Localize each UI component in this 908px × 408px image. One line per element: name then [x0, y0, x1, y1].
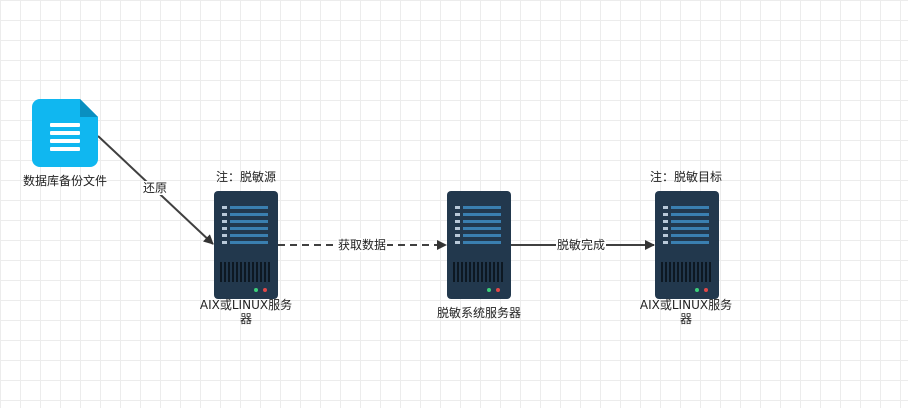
server-icon[interactable] — [447, 191, 511, 299]
server-icon[interactable] — [214, 191, 278, 299]
edge-done-label: 脱敏完成 — [556, 238, 607, 252]
server-icon[interactable] — [655, 191, 719, 299]
target-server-note: 注：脱敏目标 — [649, 170, 722, 184]
source-server-note: 注：脱敏源 — [215, 170, 276, 184]
edge-fetch-label: 获取数据 — [337, 238, 388, 252]
backup-file-label: 数据库备份文件 — [22, 174, 107, 188]
document-icon[interactable] — [32, 99, 98, 167]
edge-restore-label: 还原 — [142, 181, 169, 195]
source-server-label: AIX或LINUX服务器 — [199, 298, 293, 326]
desens-server-label: 脱敏系统服务器 — [436, 306, 521, 320]
target-server-label: AIX或LINUX服务器 — [639, 298, 733, 326]
